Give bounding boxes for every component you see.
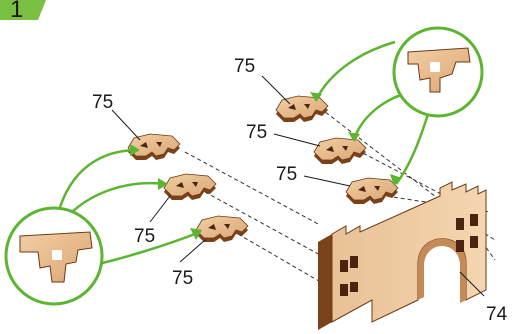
label-75-left-b: 75	[134, 226, 155, 247]
clip-part-75-b	[313, 137, 367, 165]
step-badge: 1	[0, 0, 46, 23]
zoom-callout-right	[392, 26, 484, 118]
label-75-upper-c: 75	[276, 164, 297, 185]
wall-part-74	[318, 181, 487, 330]
label-75-upper-b: 75	[246, 122, 267, 143]
label-leaders	[111, 75, 485, 297]
label-74-wall: 74	[486, 304, 508, 325]
label-75-left-a: 75	[92, 92, 113, 113]
clip-part-75-c	[345, 177, 399, 205]
clip-part-75-a	[275, 95, 329, 123]
step-number: 1	[10, 0, 23, 23]
step-badge-bg	[0, 0, 46, 20]
callout-arrowheads	[130, 92, 402, 240]
label-75-upper-a: 75	[234, 56, 255, 77]
zoom-callout-left	[4, 206, 104, 306]
label-75-left-c: 75	[172, 268, 193, 289]
clip-part-75-d	[127, 133, 181, 161]
clip-part-75-f	[195, 215, 249, 243]
clip-part-75-e	[163, 173, 217, 201]
